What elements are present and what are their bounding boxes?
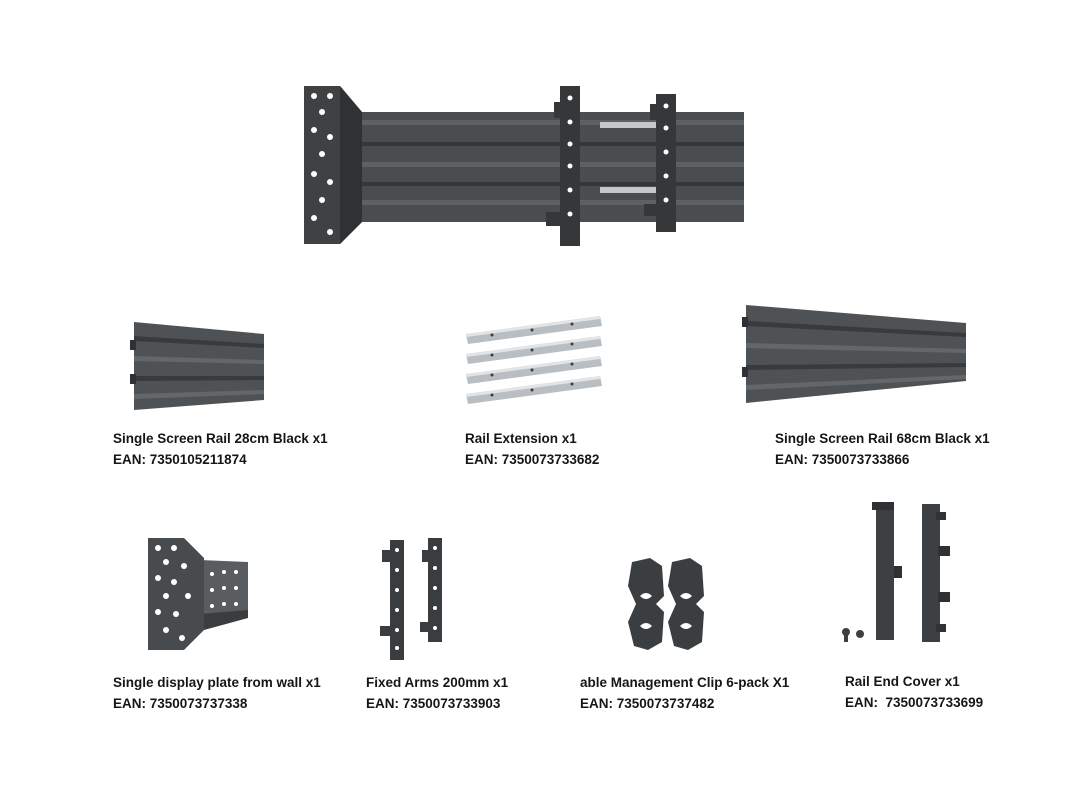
item-name: Single Screen Rail 68cm Black x1 bbox=[775, 431, 990, 446]
rail-28cm-image bbox=[130, 320, 268, 412]
item-name: Fixed Arms 200mm x1 bbox=[366, 675, 509, 690]
item-name: Rail Extension x1 bbox=[465, 431, 577, 446]
assembled-rail-mount-image bbox=[300, 82, 750, 257]
item-label-rail-68cm: Single Screen Rail 68cm Black x1 EAN: 73… bbox=[775, 428, 990, 470]
item-ean: EAN: 7350073733866 bbox=[775, 452, 910, 467]
item-ean: EAN: 7350073737338 bbox=[113, 696, 248, 711]
wall-plate-image bbox=[144, 534, 252, 652]
item-name: Single Screen Rail 28cm Black x1 bbox=[113, 431, 328, 446]
item-ean: EAN: 7350105211874 bbox=[113, 452, 247, 467]
item-label-fixed-arms: Fixed Arms 200mm x1 EAN: 7350073733903 bbox=[366, 672, 508, 714]
item-label-rail-extension: Rail Extension x1 EAN: 7350073733682 bbox=[465, 428, 599, 470]
item-label-end-cover: Rail End Cover x1 EAN: 7350073733699 bbox=[845, 671, 983, 713]
item-label-wall-plate: Single display plate from wall x1 EAN: 7… bbox=[113, 672, 321, 714]
rail-extension-image bbox=[462, 312, 606, 412]
item-ean: EAN: 7350073733699 bbox=[845, 695, 984, 710]
item-ean: EAN: 7350073737482 bbox=[580, 696, 715, 711]
fixed-arms-image bbox=[378, 536, 448, 664]
item-label-rail-28cm: Single Screen Rail 28cm Black x1 EAN: 73… bbox=[113, 428, 328, 470]
item-ean: EAN: 7350073733682 bbox=[465, 452, 600, 467]
end-cover-image bbox=[836, 500, 952, 648]
item-name: Single display plate from wall x1 bbox=[113, 675, 321, 690]
item-ean: EAN: 7350073733903 bbox=[366, 696, 501, 711]
item-name: able Management Clip 6-pack X1 bbox=[580, 675, 790, 690]
item-label-cable-clip: able Management Clip 6-pack X1 EAN: 7350… bbox=[580, 672, 789, 714]
item-name: Rail End Cover x1 bbox=[845, 674, 960, 689]
cable-clip-image bbox=[626, 556, 714, 652]
rail-68cm-image bbox=[742, 303, 970, 405]
